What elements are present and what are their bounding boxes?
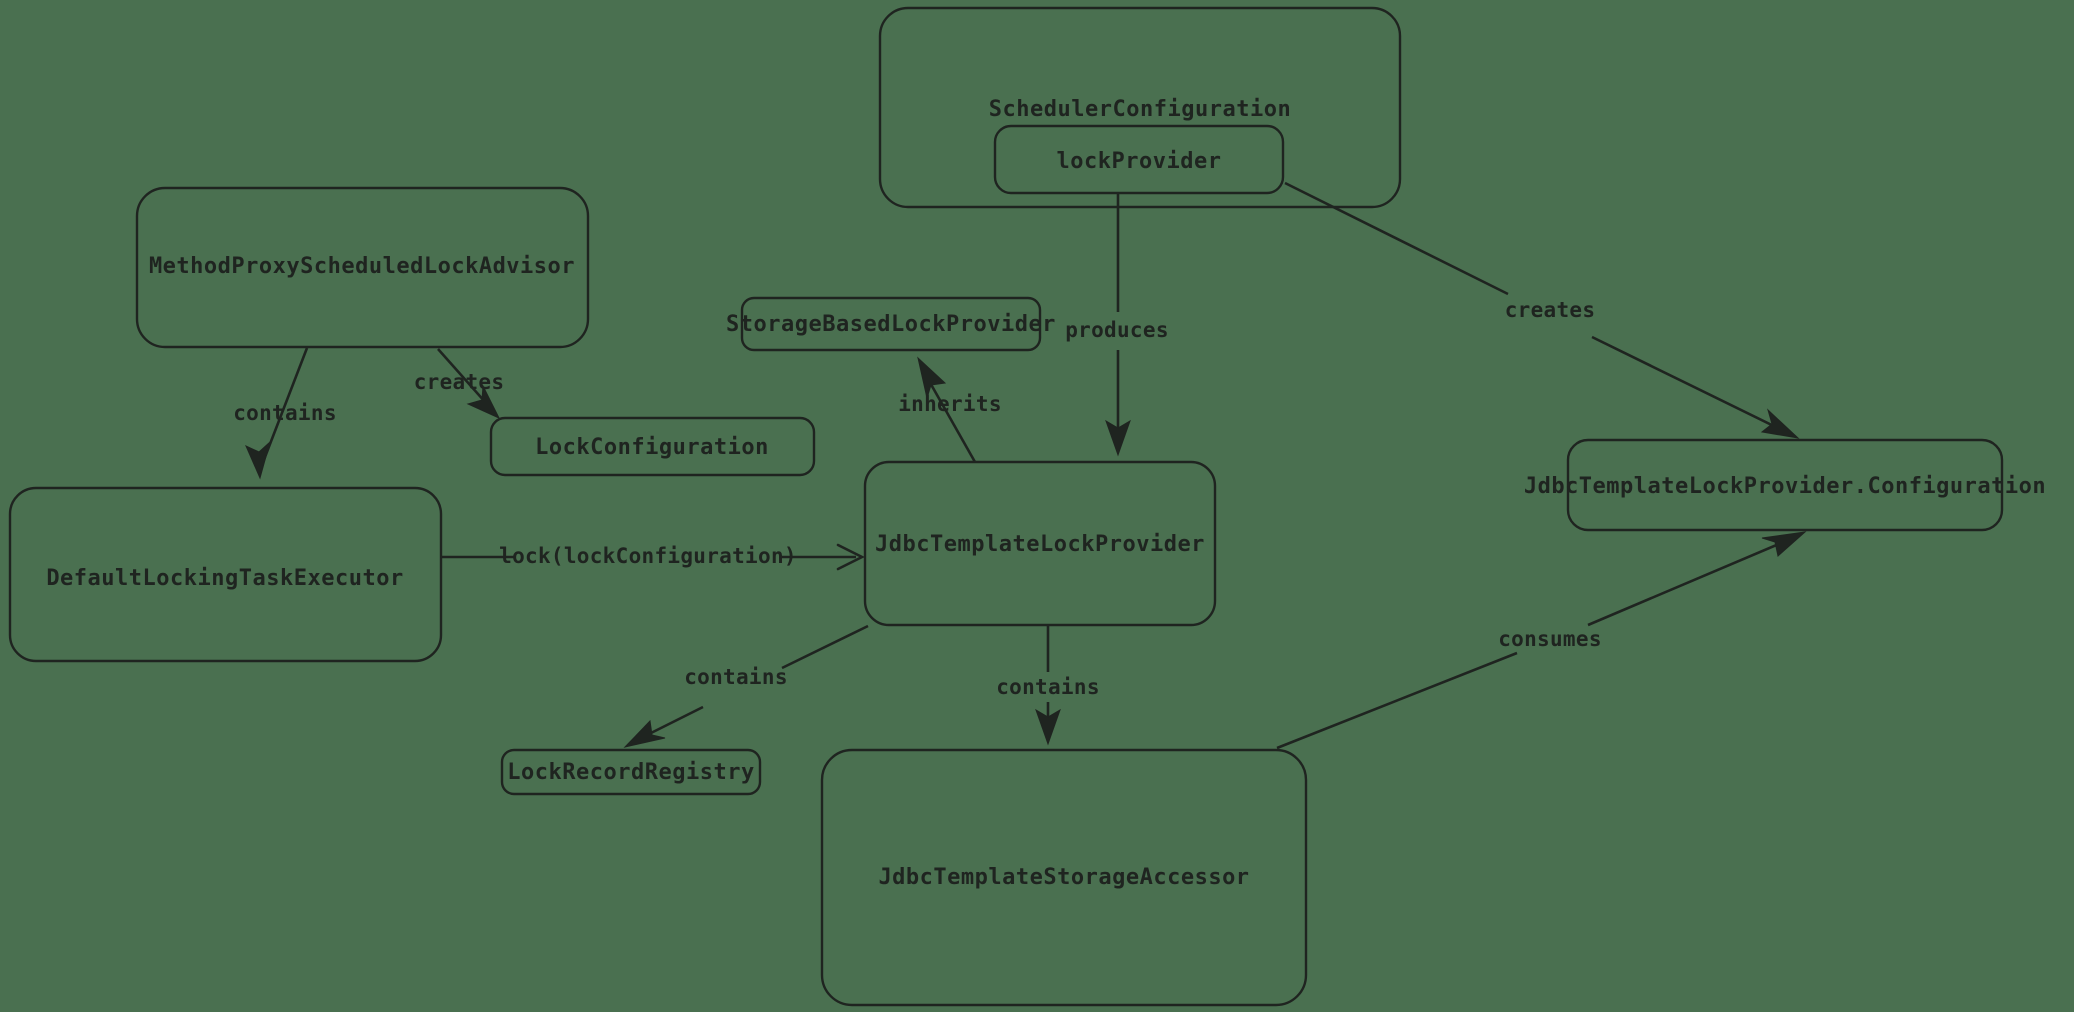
- edge-label-inherits: inherits: [898, 392, 1002, 416]
- edge-label-produces: produces: [1065, 318, 1169, 342]
- node-storage-based-lock-provider[interactable]: StorageBasedLockProvider: [726, 296, 1056, 352]
- node-box-jdbc-template-lock-provider-configuration: [1566, 438, 2004, 532]
- node-lock-record-registry[interactable]: LockRecordRegistry: [500, 748, 762, 796]
- node-default-locking-task-executor[interactable]: DefaultLockingTaskExecutor: [8, 486, 443, 663]
- node-box-jdbc-template-storage-accessor: [820, 748, 1308, 1007]
- node-box-scheduler-configuration: [878, 6, 1402, 209]
- edge-label-consumes: consumes: [1498, 627, 1602, 651]
- node-jdbc-template-lock-provider-configuration[interactable]: JdbcTemplateLockProvider.Configuration: [1524, 438, 2046, 532]
- node-label-storage-based-lock-provider: StorageBasedLockProvider: [726, 312, 1056, 337]
- node-box-storage-based-lock-provider: [740, 296, 1042, 352]
- node-box-method-proxy-scheduled-lock-advisor: [135, 186, 590, 349]
- node-box-lock-configuration: [489, 416, 816, 477]
- node-box-default-locking-task-executor: [8, 486, 443, 663]
- edge-label-contains-lockrecordregistry: contains: [684, 665, 788, 689]
- node-label-jdbc-template-lock-provider: JdbcTemplateLockProvider: [875, 532, 1205, 557]
- node-jdbc-template-lock-provider[interactable]: JdbcTemplateLockProvider: [863, 460, 1217, 627]
- edge-label-contains-executor: contains: [233, 401, 337, 425]
- node-label-jdbc-template-lock-provider-configuration: JdbcTemplateLockProvider.Configuration: [1524, 474, 2046, 499]
- node-lock-configuration[interactable]: LockConfiguration: [489, 416, 816, 477]
- edge-jdbclockprovider-contains-lockrecordregistry: contains: [623, 624, 869, 748]
- node-label-lock-provider: lockProvider: [1057, 149, 1222, 174]
- node-scheduler-configuration[interactable]: SchedulerConfiguration: [878, 6, 1402, 209]
- node-label-lock-record-registry: LockRecordRegistry: [507, 760, 754, 785]
- edge-label-creates-lockconfiguration: creates: [414, 370, 505, 394]
- node-label-scheduler-configuration: SchedulerConfiguration: [989, 97, 1291, 122]
- edge-label-contains-storageaccessor: contains: [996, 675, 1100, 699]
- node-jdbc-template-storage-accessor[interactable]: JdbcTemplateStorageAccessor: [820, 748, 1308, 1007]
- edge-jdbclockprovider-inherits-storagebased: inherits: [898, 356, 1002, 463]
- edge-label-creates-configuration: creates: [1505, 298, 1596, 322]
- node-box-jdbc-template-lock-provider: [863, 460, 1217, 627]
- node-lock-provider[interactable]: lockProvider: [993, 124, 1285, 195]
- edge-jdbclockprovider-contains-storageaccessor: contains: [996, 625, 1100, 746]
- node-box-lock-record-registry: [500, 748, 762, 796]
- edge-lockprovider-produces-jdbclockprovider: produces: [1065, 193, 1169, 457]
- edge-storageaccessor-consumes-configuration: consumes: [1276, 531, 1807, 750]
- node-label-lock-configuration: LockConfiguration: [535, 435, 769, 460]
- edge-label-lock-lockconfiguration: lock(lockConfiguration): [499, 544, 797, 568]
- edge-executor-lock-provider: lock(lockConfiguration): [441, 543, 865, 571]
- edge-advisor-contains-executor: contains: [233, 347, 337, 480]
- edge-lockprovider-creates-configuration: creates: [1284, 181, 1800, 439]
- node-label-default-locking-task-executor: DefaultLockingTaskExecutor: [46, 566, 403, 591]
- edge-advisor-creates-lockconfiguration: creates: [414, 348, 505, 420]
- node-box-lock-provider: [993, 124, 1285, 195]
- node-label-method-proxy-scheduled-lock-advisor: MethodProxyScheduledLockAdvisor: [149, 254, 575, 279]
- node-method-proxy-scheduled-lock-advisor[interactable]: MethodProxyScheduledLockAdvisor: [135, 186, 590, 349]
- node-label-jdbc-template-storage-accessor: JdbcTemplateStorageAccessor: [878, 865, 1249, 890]
